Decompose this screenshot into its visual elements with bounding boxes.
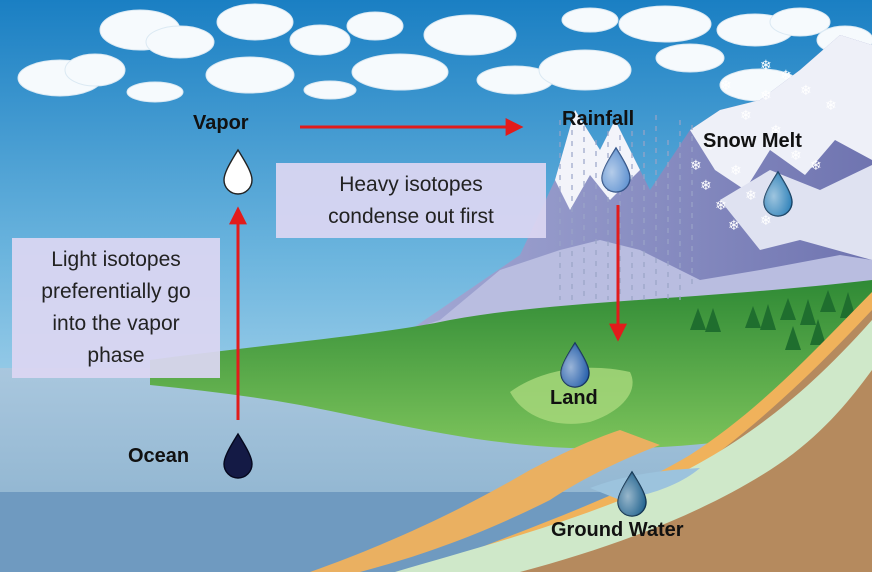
svg-text:❄: ❄ <box>740 108 752 124</box>
svg-text:❄: ❄ <box>705 138 717 154</box>
light-isotopes-note: Light isotopes preferentially go into th… <box>12 238 220 378</box>
snowflakes: ❄❄❄ ❄❄❄ ❄❄❄ ❄❄❄ ❄❄❄ ❄❄❄ <box>690 58 837 234</box>
light-note-line-2: preferentially go <box>41 280 191 303</box>
light-note-line-4: phase <box>87 344 145 367</box>
heavy-note-line-1: Heavy isotopes <box>339 172 483 196</box>
rain-streaks <box>559 115 693 300</box>
groundwater-channel <box>590 468 700 500</box>
svg-text:❄: ❄ <box>790 148 802 164</box>
ground-water-label: Ground Water <box>551 519 684 541</box>
shore-strip <box>310 430 660 572</box>
heavy-note-line-2: condense out first <box>328 204 494 228</box>
vapor-drop-icon <box>223 148 253 195</box>
land-label: Land <box>550 387 598 409</box>
rainfall-label: Rainfall <box>562 108 635 130</box>
svg-text:❄: ❄ <box>810 158 822 174</box>
svg-text:❄: ❄ <box>730 163 742 179</box>
trees <box>690 290 856 350</box>
rainfall-drop-icon <box>601 146 631 193</box>
svg-text:❄: ❄ <box>760 88 772 104</box>
farmland <box>510 367 633 424</box>
soil-layer <box>470 300 872 572</box>
groundwater-layer <box>395 320 872 572</box>
svg-text:❄: ❄ <box>780 68 792 84</box>
light-note-line-1: Light isotopes <box>51 248 181 271</box>
light-note-line-3: into the vapor <box>52 312 180 335</box>
ocean-drop-icon <box>223 432 253 479</box>
svg-text:❄: ❄ <box>760 58 772 74</box>
ground-water-drop-icon <box>617 470 647 517</box>
svg-text:❄: ❄ <box>690 158 702 174</box>
ocean-label: Ocean <box>128 445 190 467</box>
svg-text:❄: ❄ <box>770 123 782 139</box>
snow-melt-drop-icon <box>763 170 793 217</box>
vapor-label: Vapor <box>193 112 249 134</box>
green-land <box>150 280 872 449</box>
svg-text:❄: ❄ <box>728 218 740 234</box>
snow-melt-label: Snow Melt <box>703 130 802 152</box>
clouds <box>17 3 872 103</box>
land-drop-icon <box>560 341 590 388</box>
svg-text:❄: ❄ <box>715 198 727 214</box>
svg-text:❄: ❄ <box>825 98 837 114</box>
heavy-isotopes-note: Heavy isotopes condense out first <box>276 163 546 238</box>
svg-text:❄: ❄ <box>700 178 712 194</box>
svg-text:❄: ❄ <box>760 213 772 229</box>
svg-text:❄: ❄ <box>800 83 812 99</box>
svg-text:❄: ❄ <box>745 188 757 204</box>
arrows <box>229 118 627 420</box>
svg-text:❄: ❄ <box>720 78 732 94</box>
